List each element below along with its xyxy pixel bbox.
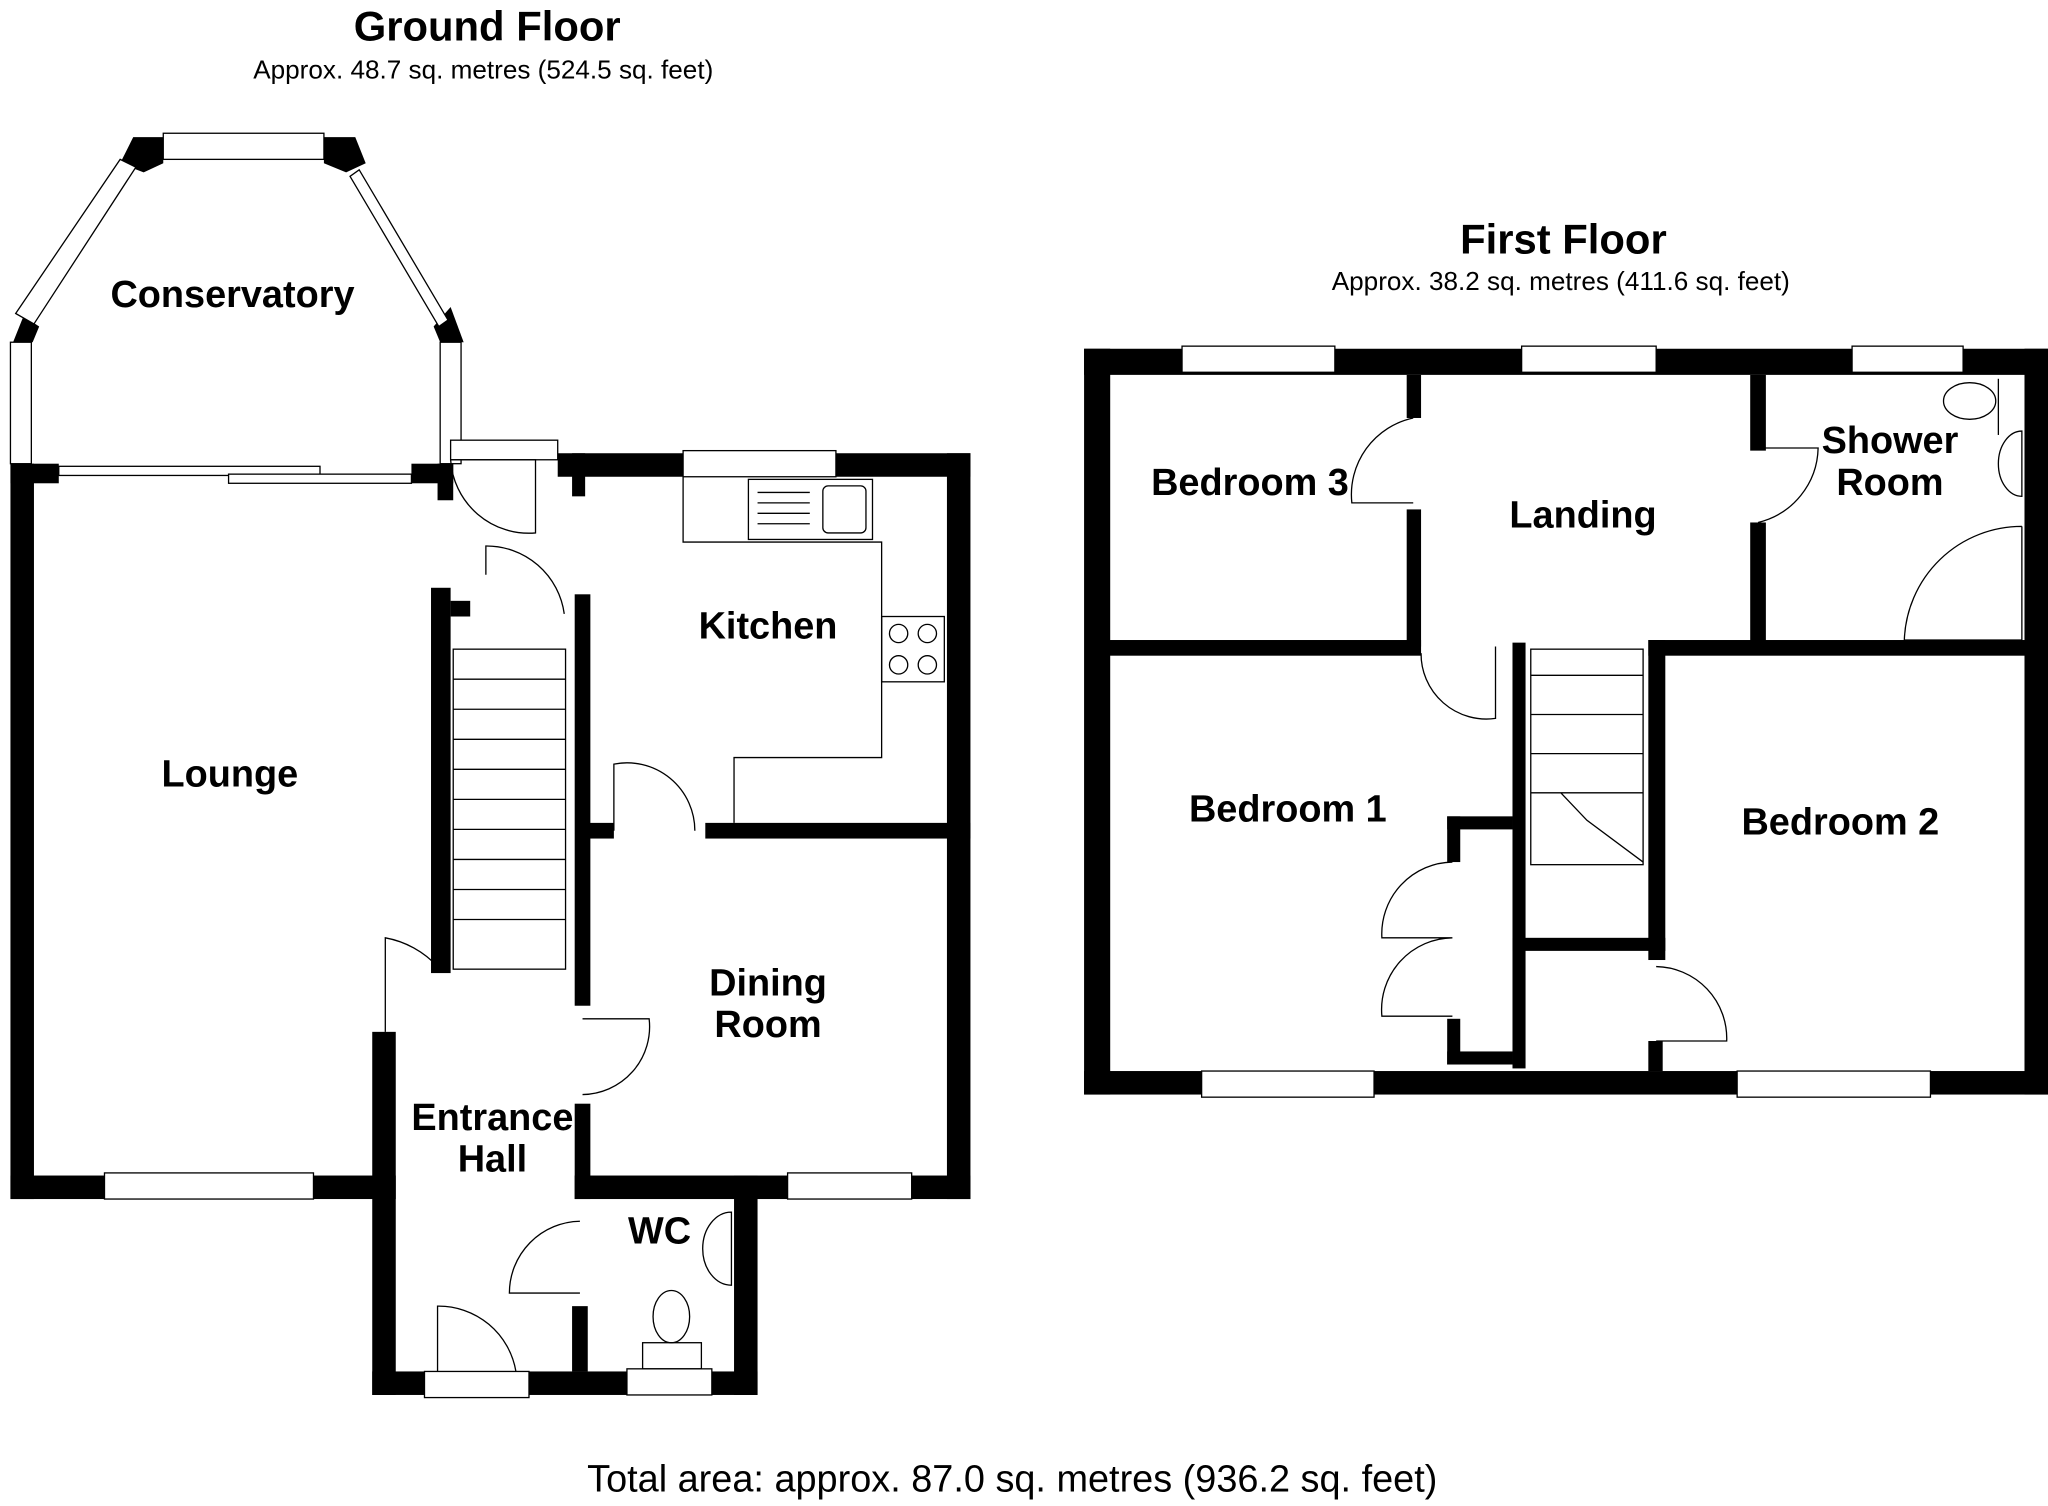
toilet-icon xyxy=(652,1289,691,1344)
room-label-entrance-hall: Entrance xyxy=(411,1097,573,1139)
room-label-landing: Landing xyxy=(1509,495,1656,537)
first-floor-plan xyxy=(1084,345,2048,1098)
room-label-kitchen: Kitchen xyxy=(699,606,838,648)
basin-icon xyxy=(1997,430,2023,498)
room-label-bedroom-2: Bedroom 2 xyxy=(1741,802,1939,844)
hob-ring-icon xyxy=(888,623,909,644)
bedroom-3-window xyxy=(1181,345,1336,373)
conservatory-window-side-left xyxy=(9,341,32,465)
back-door-frame xyxy=(449,439,559,461)
room-label-wc: WC xyxy=(628,1210,691,1252)
bedroom-2-window xyxy=(1736,1070,1932,1098)
first-floor-area: Approx. 38.2 sq. metres (411.6 sq. feet) xyxy=(1332,266,1790,296)
conservatory-window-right xyxy=(349,168,449,328)
landing-window xyxy=(1520,345,1657,373)
conservatory-structure xyxy=(9,132,464,484)
ground-floor-plan xyxy=(9,132,971,1399)
wardrobe-door-swing xyxy=(1380,861,1453,1017)
room-label-lounge: Lounge xyxy=(162,753,299,795)
ground-floor-area: Approx. 48.7 sq. metres (524.5 sq. feet) xyxy=(253,54,713,84)
dining-door-swing xyxy=(582,1018,651,1096)
shower-room-window xyxy=(1851,345,1964,373)
wc-window xyxy=(626,1368,713,1396)
room-label-dining-room: Dining xyxy=(709,962,827,1004)
front-door-swing xyxy=(436,1305,517,1372)
basin-icon xyxy=(702,1211,733,1286)
bedroom-1-door-swing xyxy=(1420,646,1497,720)
lounge-window xyxy=(103,1172,315,1200)
room-label-bedroom-1: Bedroom 1 xyxy=(1189,789,1387,831)
staircase xyxy=(1530,648,1644,866)
kitchen-door-swing xyxy=(613,762,696,831)
sliding-door-panel xyxy=(227,473,413,484)
conservatory-window-left xyxy=(14,158,137,325)
lounge-door-swing xyxy=(384,937,439,1032)
bedroom-2-door-swing xyxy=(1656,965,1728,1042)
first-floor-title: First Floor xyxy=(1460,215,1667,262)
back-door-swing xyxy=(449,459,537,534)
room-label-shower-room-line2: Room xyxy=(1836,462,1943,504)
ground-floor-title: Ground Floor xyxy=(354,3,621,50)
shower-tray-icon xyxy=(1903,525,2023,641)
room-label-dining-room-line2: Room xyxy=(714,1004,821,1046)
room-label-conservatory: Conservatory xyxy=(110,274,354,316)
bedroom-3-door-swing xyxy=(1350,417,1414,504)
bedroom-1-window xyxy=(1200,1070,1375,1098)
room-label-entrance-hall-line2: Hall xyxy=(458,1139,527,1181)
hob xyxy=(880,615,945,683)
total-area: Total area: approx. 87.0 sq. metres (936… xyxy=(587,1459,1437,1501)
room-label-bedroom-3: Bedroom 3 xyxy=(1151,462,1349,504)
wc-door-swing xyxy=(508,1220,580,1294)
kitchen-units xyxy=(682,476,945,823)
sink xyxy=(747,478,874,541)
front-door xyxy=(423,1370,530,1399)
staircase xyxy=(452,545,567,970)
dining-window xyxy=(786,1172,913,1200)
sink-bowl-icon xyxy=(822,485,867,534)
toilet-icon xyxy=(1942,382,1997,420)
kitchen-window xyxy=(682,449,837,478)
conservatory-window-top xyxy=(162,132,325,161)
shower-room-door-swing xyxy=(1757,447,1819,524)
room-label-shower-room: Shower xyxy=(1822,420,1959,462)
